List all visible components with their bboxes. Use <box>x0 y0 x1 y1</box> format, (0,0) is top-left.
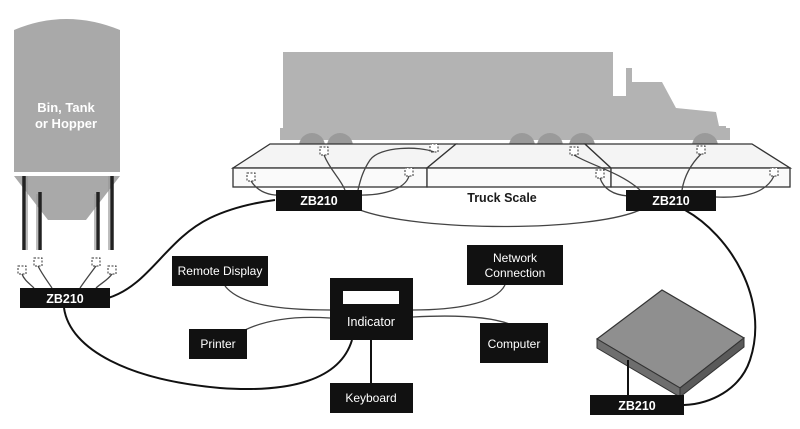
zb210-truck-left: ZB210 <box>276 190 362 211</box>
svg-text:ZB210: ZB210 <box>300 194 338 208</box>
svg-text:ZB210: ZB210 <box>46 292 84 306</box>
computer-box: Computer <box>480 323 548 363</box>
truck-silhouette <box>280 52 730 159</box>
silo-label-line2: or Hopper <box>35 116 97 131</box>
svg-text:Printer: Printer <box>200 337 235 351</box>
indicator-box: Indicator <box>330 278 413 340</box>
printer-box: Printer <box>189 329 247 359</box>
svg-text:Remote Display: Remote Display <box>178 264 263 278</box>
indicator-screen <box>343 291 399 304</box>
truck-load-cells <box>246 143 779 182</box>
platform-scale <box>595 289 746 399</box>
silo-label-line1: Bin, Tank <box>37 100 95 115</box>
silo-load-cell-wires <box>21 265 113 289</box>
truck-scale-label: Truck Scale <box>467 191 537 205</box>
svg-text:Connection: Connection <box>485 266 546 280</box>
svg-text:Network: Network <box>493 251 538 265</box>
silo <box>14 19 120 250</box>
keyboard-box: Keyboard <box>330 383 413 413</box>
truck-load-cell-wires <box>250 147 775 228</box>
svg-text:ZB210: ZB210 <box>652 194 690 208</box>
network-connection-box: Network Connection <box>467 245 563 285</box>
svg-text:Keyboard: Keyboard <box>345 391 396 405</box>
remote-display-box: Remote Display <box>172 256 268 286</box>
system-cables <box>63 199 757 406</box>
svg-text:Indicator: Indicator <box>347 315 395 329</box>
silo-load-cells <box>17 257 117 275</box>
zb210-truck-right: ZB210 <box>626 190 716 211</box>
svg-text:ZB210: ZB210 <box>618 399 656 413</box>
zb210-platform: ZB210 <box>590 395 684 415</box>
truck-scale-platform <box>230 143 793 188</box>
svg-text:Computer: Computer <box>488 337 541 351</box>
zb210-silo: ZB210 <box>20 288 110 308</box>
